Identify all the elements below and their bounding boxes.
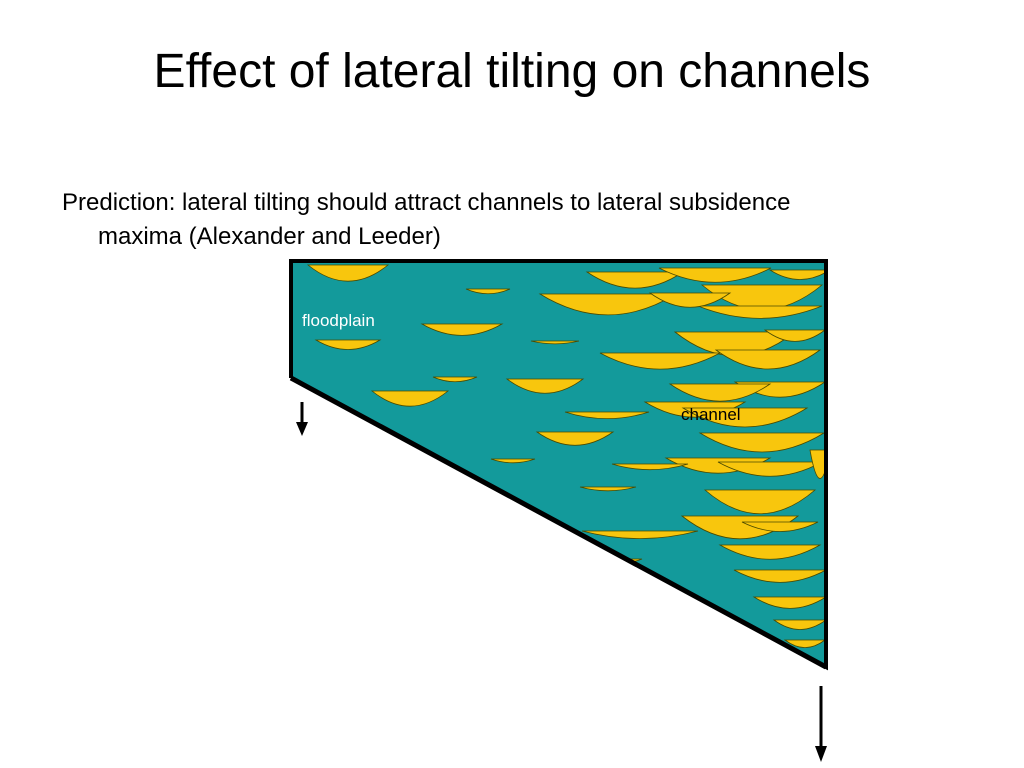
channel-lens xyxy=(314,339,382,350)
channel-lens xyxy=(718,544,822,560)
bullet-line-1: Prediction: lateral tilting should attra… xyxy=(62,189,791,216)
channel-lens xyxy=(658,267,772,283)
down-arrow-icon xyxy=(296,402,308,436)
channel-lens xyxy=(370,390,450,407)
floodplain-label: floodplain xyxy=(302,311,375,330)
channel-bodies xyxy=(306,264,826,648)
channel-lens xyxy=(681,407,809,428)
down-arrow-icon xyxy=(815,686,827,762)
channel-lens xyxy=(697,305,823,319)
channel-lens xyxy=(714,349,822,370)
channel-lens xyxy=(530,340,580,345)
channel-lens xyxy=(733,569,826,583)
channel-lens xyxy=(465,288,511,295)
channel-lens xyxy=(768,269,826,280)
channel-lens xyxy=(535,431,615,446)
channel-lens xyxy=(698,432,826,453)
slide-title: Effect of lateral tilting on channels xyxy=(153,45,871,98)
channel-lens xyxy=(505,378,585,394)
channel-lens xyxy=(581,530,699,539)
slide-bullet: Prediction: lateral tilting should attra… xyxy=(62,186,962,253)
channel-lens xyxy=(432,376,478,383)
channel-lens xyxy=(306,264,390,282)
channel-lens xyxy=(564,411,650,420)
channel-lens xyxy=(579,486,637,492)
channel-lens xyxy=(611,463,689,471)
channel-lens xyxy=(648,292,732,308)
channel-lens xyxy=(703,489,817,515)
channel-label: channel xyxy=(681,405,741,424)
channel-lens xyxy=(599,352,721,370)
basin-base-line xyxy=(289,375,828,670)
bullet-line-2: maxima (Alexander and Leeder) xyxy=(98,222,441,250)
channel-lens xyxy=(668,383,772,402)
channel-lens xyxy=(490,458,536,464)
channel-lens xyxy=(420,323,504,336)
channel-lens xyxy=(741,521,819,532)
